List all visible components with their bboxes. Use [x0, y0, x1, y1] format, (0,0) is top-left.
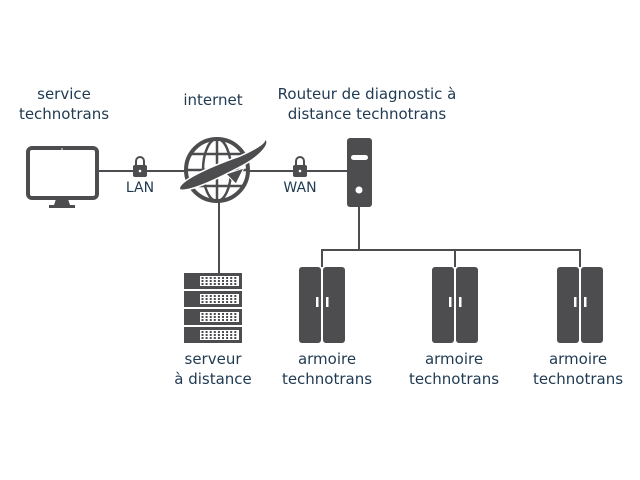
server-unit [184, 291, 242, 307]
cabinet-1-label-line1: armoire [297, 350, 357, 368]
router-label-line2: distance technotrans [287, 105, 447, 123]
cabinet-3-label-line2: technotrans [532, 370, 624, 388]
cabinet-1-label-line2: technotrans [281, 370, 373, 388]
server-unit [184, 273, 242, 289]
lan-label: LAN [125, 180, 155, 196]
server-rack-icon [184, 273, 242, 343]
service-label: service technotrans [19, 84, 109, 124]
internet-label: internet [183, 91, 243, 109]
connection-lines [98, 170, 581, 273]
server-unit [184, 309, 242, 325]
router-icon [347, 138, 372, 207]
cabinet-icon-1 [299, 267, 345, 343]
cabinet-icon-2 [432, 267, 478, 343]
wan-label: WAN [283, 180, 317, 196]
cabinet-1-label: armoire technotrans [282, 349, 372, 389]
cabinet-2-label-line1: armoire [424, 350, 484, 368]
cabinet-icon-3 [557, 267, 603, 343]
lan-lock-icon [133, 156, 147, 177]
wan-lock-icon [293, 156, 307, 177]
cabinet-2-label: armoire technotrans [409, 349, 499, 389]
cabinet-3-label: armoire technotrans [533, 349, 623, 389]
service-label-line2: technotrans [18, 105, 110, 123]
monitor-icon [26, 146, 99, 208]
server-unit [184, 327, 242, 343]
service-label-line1: service [37, 85, 91, 103]
router-label-line1: Routeur de diagnostic à [277, 85, 457, 103]
cabinet-bus [321, 249, 581, 267]
server-label-line2: à distance [174, 370, 252, 388]
server-label-line1: serveur [184, 350, 242, 368]
cabinet-3-label-line1: armoire [548, 350, 608, 368]
router-label: Routeur de diagnostic à distance technot… [278, 84, 457, 124]
server-label: serveur à distance [174, 349, 252, 389]
cabinets [299, 267, 603, 343]
globe-icon [178, 137, 268, 203]
cabinet-2-label-line2: technotrans [408, 370, 500, 388]
